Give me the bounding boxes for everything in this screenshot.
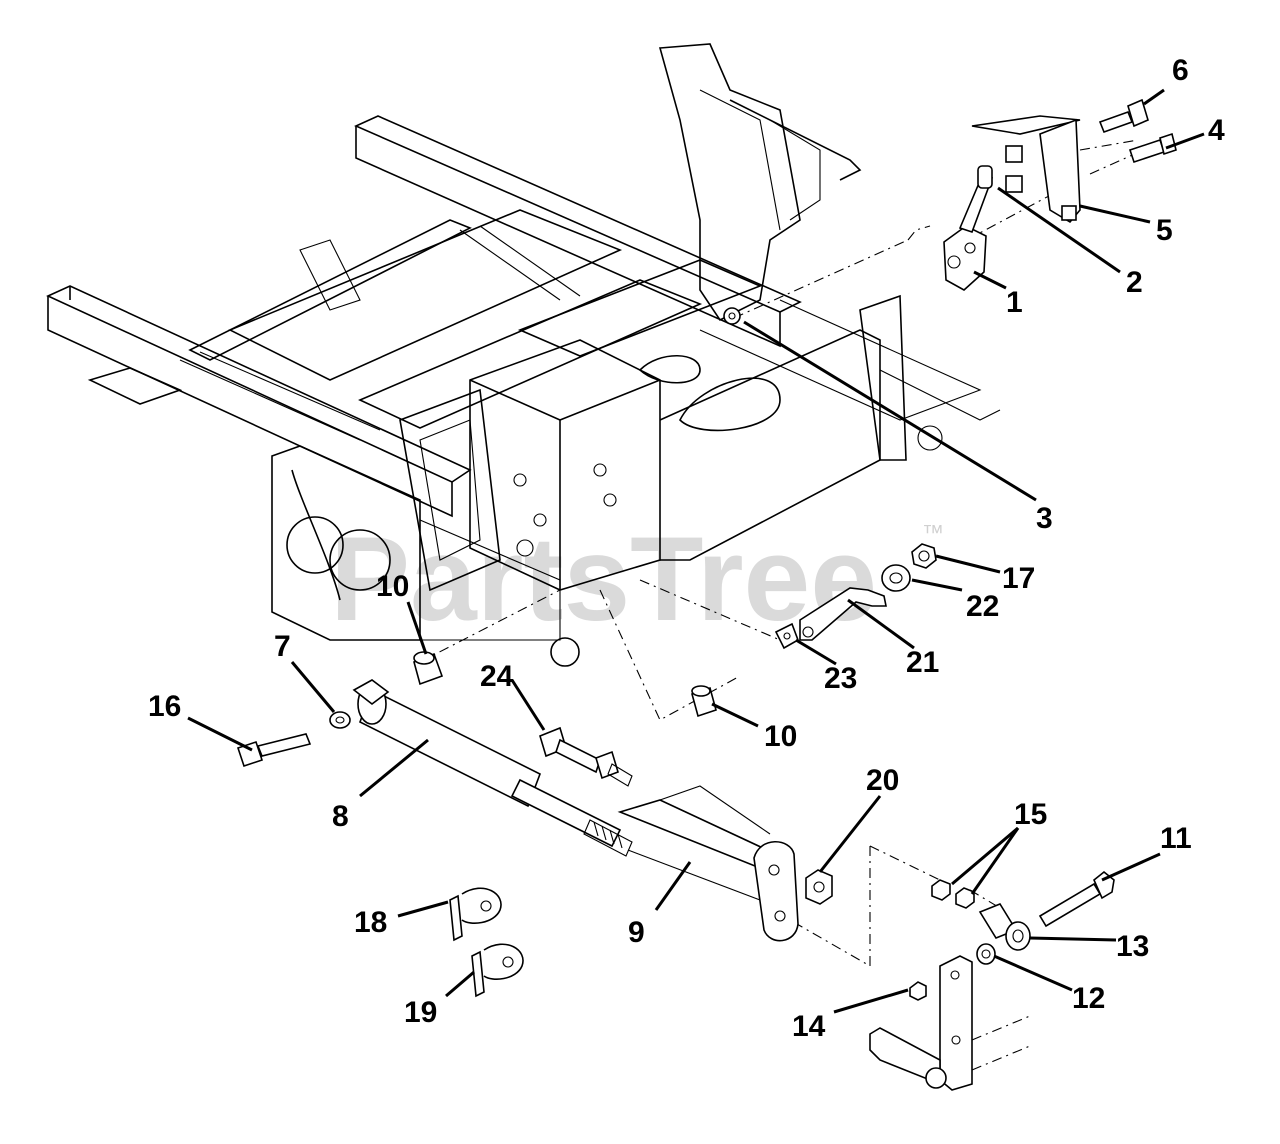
part-21-link (799, 587, 887, 641)
part-2-lever (958, 165, 994, 234)
callouts: 1 2 3 4 5 6 7 8 9 10 10 11 12 13 14 15 1… (148, 54, 1225, 1043)
callout-5: 5 (1156, 214, 1173, 247)
watermark: PartsTree (330, 512, 877, 646)
callout-20: 20 (866, 764, 899, 797)
part-7-washer (329, 711, 351, 729)
part-9-rod (617, 785, 782, 901)
callout-8: 8 (332, 800, 349, 833)
part-22-washer (881, 564, 911, 592)
console-pillar (658, 43, 907, 461)
callout-19: 19 (404, 996, 437, 1029)
callout-15: 15 (1014, 798, 1047, 831)
part-10-spacer-right (691, 685, 717, 718)
part-14-nut (909, 981, 927, 1001)
callout-24: 24 (480, 660, 514, 693)
part-3-nut (723, 307, 741, 325)
callout-11: 11 (1160, 822, 1192, 855)
watermark-trademark: ™ (922, 520, 944, 545)
part-10-spacer-left (413, 651, 444, 686)
part-15-nuts (931, 879, 975, 909)
callout-3: 3 (1036, 502, 1053, 535)
callout-7: 7 (274, 630, 291, 663)
part-19-clip (471, 943, 524, 998)
callout-13: 13 (1116, 930, 1149, 963)
callout-9: 9 (628, 916, 645, 949)
frame-left-rail (46, 285, 472, 518)
lower-bracket-assembly (869, 955, 1031, 1091)
part-24-adjuster (539, 726, 633, 787)
part-16-bolt (236, 733, 312, 768)
part-17-nut (911, 543, 937, 569)
callout-10-right: 10 (764, 720, 797, 753)
callout-23: 23 (824, 662, 857, 695)
transmission-housing (399, 329, 881, 592)
callout-1: 1 (1006, 286, 1023, 319)
frame-cross-members (179, 209, 1001, 451)
part-6-bolt (1098, 98, 1149, 134)
part-5-bracket (971, 115, 1081, 224)
callout-21: 21 (906, 646, 939, 679)
part-4-screw (1128, 132, 1177, 164)
callout-14: 14 (792, 1010, 826, 1043)
callout-6: 6 (1172, 54, 1189, 87)
part-20-plate (753, 841, 833, 942)
part-8-cylinder (352, 679, 633, 857)
part-18-clip (449, 887, 502, 942)
callout-16: 16 (148, 690, 181, 723)
frame-upper-rail (354, 115, 802, 348)
leader-lines (187, 88, 1205, 1014)
part-12-washer (976, 943, 996, 965)
callout-12: 12 (1072, 982, 1105, 1015)
callout-10-left: 10 (376, 570, 409, 603)
callout-4: 4 (1208, 114, 1225, 147)
callout-18: 18 (354, 906, 387, 939)
part-1-switch (943, 225, 987, 291)
callout-22: 22 (966, 590, 999, 623)
callout-2: 2 (1126, 266, 1143, 299)
assembly-lines (419, 139, 1149, 967)
callout-17: 17 (1002, 562, 1035, 595)
part-13-rod-end (978, 903, 1031, 951)
